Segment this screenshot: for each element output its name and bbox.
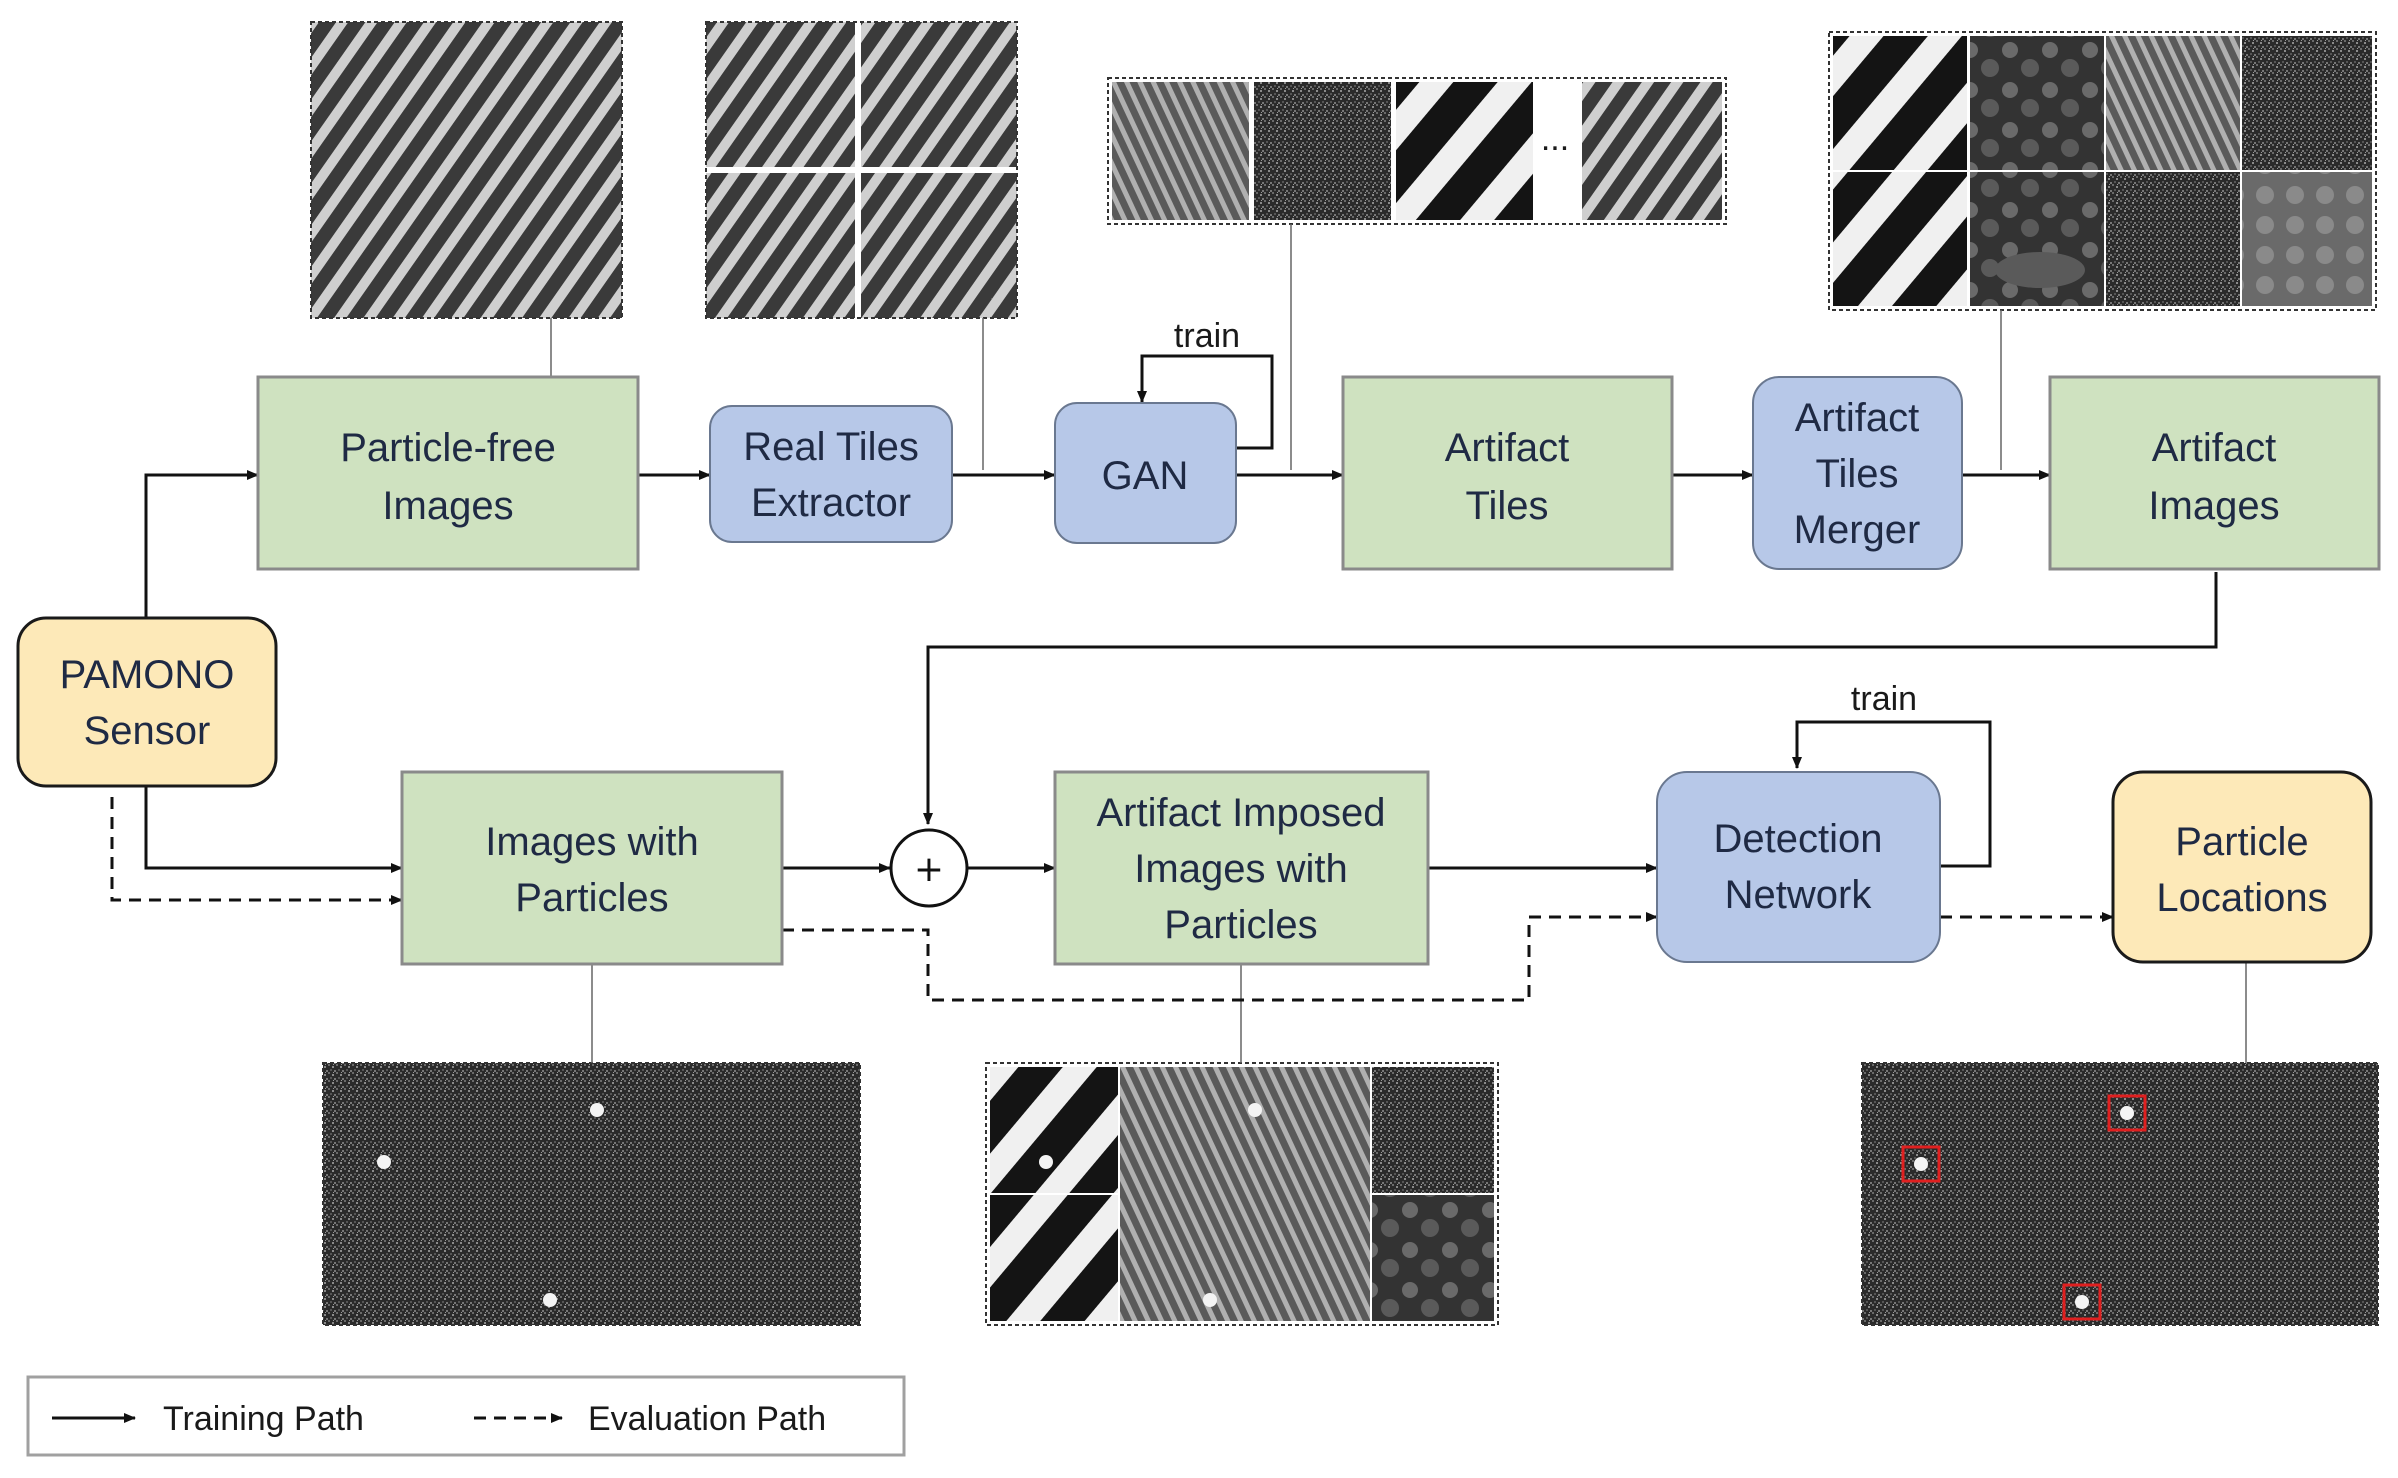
node-label-line: Tiles (1466, 484, 1549, 528)
legend: Training Path Evaluation Path (26, 1375, 906, 1457)
node-label-line: Artifact Imposed (1096, 791, 1385, 835)
node-label-line: Merger (1794, 508, 1921, 552)
thumbnail-connectors (550, 224, 2247, 1063)
node-label-line: Network (1725, 873, 1873, 917)
node-label-line: Particle-free (340, 426, 556, 470)
thumbnail-locations (1861, 1062, 2379, 1326)
evaluation-arrows (110, 797, 2114, 1002)
node-label-line: Images with (1134, 847, 1347, 891)
node-label-line: Particles (515, 876, 668, 920)
node-label-line: Images with (485, 820, 698, 864)
thumbnail-imposed (985, 1062, 1499, 1326)
detection-train-label: train (1851, 680, 1917, 718)
node-label-line: Detection (1714, 817, 1883, 861)
node-gan: GAN (1054, 402, 1237, 544)
node-combine: + (889, 828, 969, 908)
legend-training-label: Training Path (163, 1400, 364, 1438)
node-label-line: Particles (1164, 903, 1317, 947)
node-label-line: Artifact (1795, 396, 1919, 440)
node-label-line: Tiles (1816, 452, 1899, 496)
gan-train-label: train (1174, 317, 1240, 355)
thumbnail-images-particles (322, 1062, 861, 1326)
legend-evaluation-label: Evaluation Path (588, 1400, 826, 1438)
thumbnail-real-tiles (705, 21, 1018, 319)
node-pamono-sensor: PAMONO Sensor (16, 616, 278, 788)
thumbnail-merged-artifacts (1828, 31, 2377, 311)
node-label-line: Artifact (2152, 426, 2276, 470)
node-label-line: Real Tiles (743, 425, 919, 469)
tiles-ellipsis: ... (1541, 120, 1569, 158)
node-label-line: Sensor (84, 709, 211, 753)
plus-symbol: + (914, 849, 944, 890)
node-label-line: Artifact (1445, 426, 1569, 470)
thumbnail-particle-free (310, 21, 623, 319)
node-label-line: Images (2148, 484, 2279, 528)
node-label-line: Images (382, 484, 513, 528)
training-arrows (144, 354, 2218, 873)
thumbnail-generated-tiles: ... (1107, 77, 1727, 225)
node-label-line: GAN (1102, 454, 1189, 498)
node-label-line: Extractor (751, 481, 911, 525)
node-label-line: PAMONO (60, 653, 235, 697)
node-label-line: Particle (2175, 820, 2308, 864)
node-label-line: Locations (2156, 876, 2327, 920)
